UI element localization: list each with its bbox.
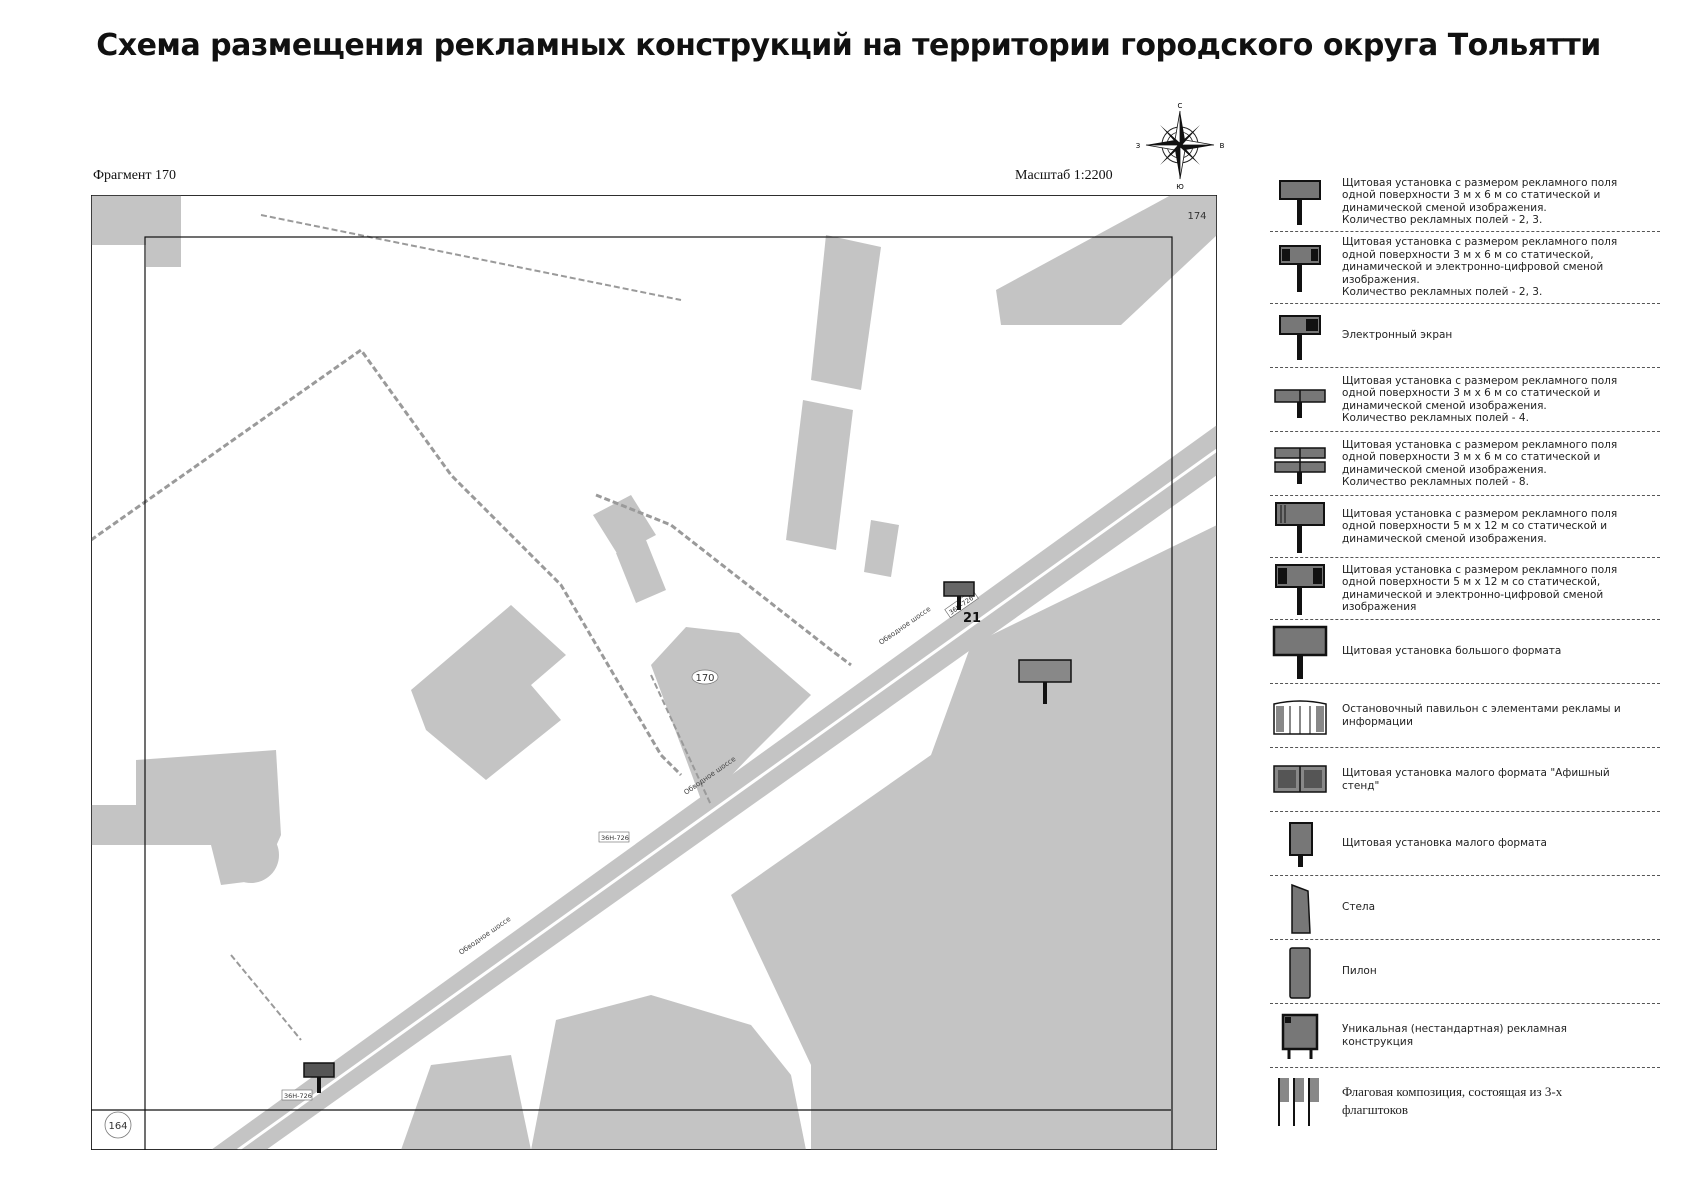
billboard-static-dynamic-digital-icon [1279,244,1321,292]
legend-item: Щитовая установка с размером рекламного … [1270,432,1660,496]
area-bottom [531,995,806,1150]
electronic-screen-icon [1279,314,1321,360]
legend-item: Щитовая установка с размером рекламного … [1270,368,1660,432]
billboard-static-dynamic-icon [1279,179,1321,225]
building-strip-2 [786,400,853,550]
building-top-left [91,195,181,267]
road-code-label-2: 36Н-726 [601,834,629,842]
legend-item: Щитовая установка с размером рекламного … [1270,232,1660,304]
legend-item: Щитовая установка малого формата "Афишны… [1270,748,1660,812]
large-format-billboard-icon [1272,625,1328,679]
building-central [411,605,566,780]
legend-item: Электронный экран [1270,304,1660,368]
small-format-billboard-icon [1289,821,1313,867]
flag-composition-icon [1278,1078,1319,1126]
construction-number-label: 21 [963,611,981,626]
compass-west: З [1136,142,1141,150]
compass-rose-icon: С Ю З В [1136,102,1225,190]
building-kiosk-2 [616,540,666,603]
map-area[interactable]: Обводное шоссе Обводное шоссе Обводное ш… [91,195,1217,1150]
scale-label: Масштаб 1:2200 [1015,168,1113,183]
building-round [223,827,279,883]
area-bottom-left [401,1055,531,1150]
bus-stop-pavilion-icon [1273,699,1327,735]
building-kiosk [593,495,656,555]
legend-item: Щитовая установка с размером рекламного … [1270,496,1660,558]
fragment-label: Фрагмент 170 [93,168,177,183]
legend-item: Пилон [1270,940,1660,1004]
billboard-5x12-icon [1275,501,1325,553]
legend-item: Стела [1270,876,1660,940]
building-strip-1 [811,235,881,390]
sheet-174-label: 174 [1187,211,1206,222]
billboard-5x12-digital-icon [1275,563,1325,615]
legend-item: Щитовая установка малого формата [1270,812,1660,876]
area-large-right [731,525,1217,1150]
legend-item: Щитовая установка большого формата [1270,620,1660,684]
billboard-four-fields-icon [1274,388,1326,418]
legend-item: Щитовая установка с размером рекламного … [1270,172,1660,232]
building-small [864,520,899,577]
stela-icon [1291,883,1311,934]
legend: Щитовая установка с размером рекламного … [1270,172,1660,1134]
parcel-170-label: 170 [695,673,714,684]
map-canvas: Обводное шоссе Обводное шоссе Обводное ш… [91,195,1217,1150]
poster-stand-icon [1273,764,1327,793]
road-code-label-3: 36Н-726 [284,1092,312,1100]
building-left-edge [91,805,136,845]
billboard-marker-bottom[interactable] [303,1062,335,1093]
pylon-icon [1289,946,1311,999]
compass-east: В [1220,142,1225,150]
building-top-right [996,195,1217,325]
billboard-marker-large[interactable] [1018,659,1072,704]
legend-item: Флаговая композиция, состоящая из 3-х фл… [1270,1068,1660,1134]
compass-north: С [1178,102,1183,110]
legend-item: Уникальная (нестандартная) рекламная кон… [1270,1004,1660,1068]
billboard-eight-fields-icon [1274,446,1326,484]
page-title: Схема размещения рекламных конструкций н… [96,28,1601,63]
legend-item: Щитовая установка с размером рекламного … [1270,558,1660,620]
legend-item: Остановочный павильон с элементами рекла… [1270,684,1660,748]
sheet-164-label: 164 [108,1121,127,1132]
billboard-marker-21[interactable] [943,581,975,610]
compass-south: Ю [1176,183,1184,190]
unique-construction-icon [1281,1013,1319,1059]
